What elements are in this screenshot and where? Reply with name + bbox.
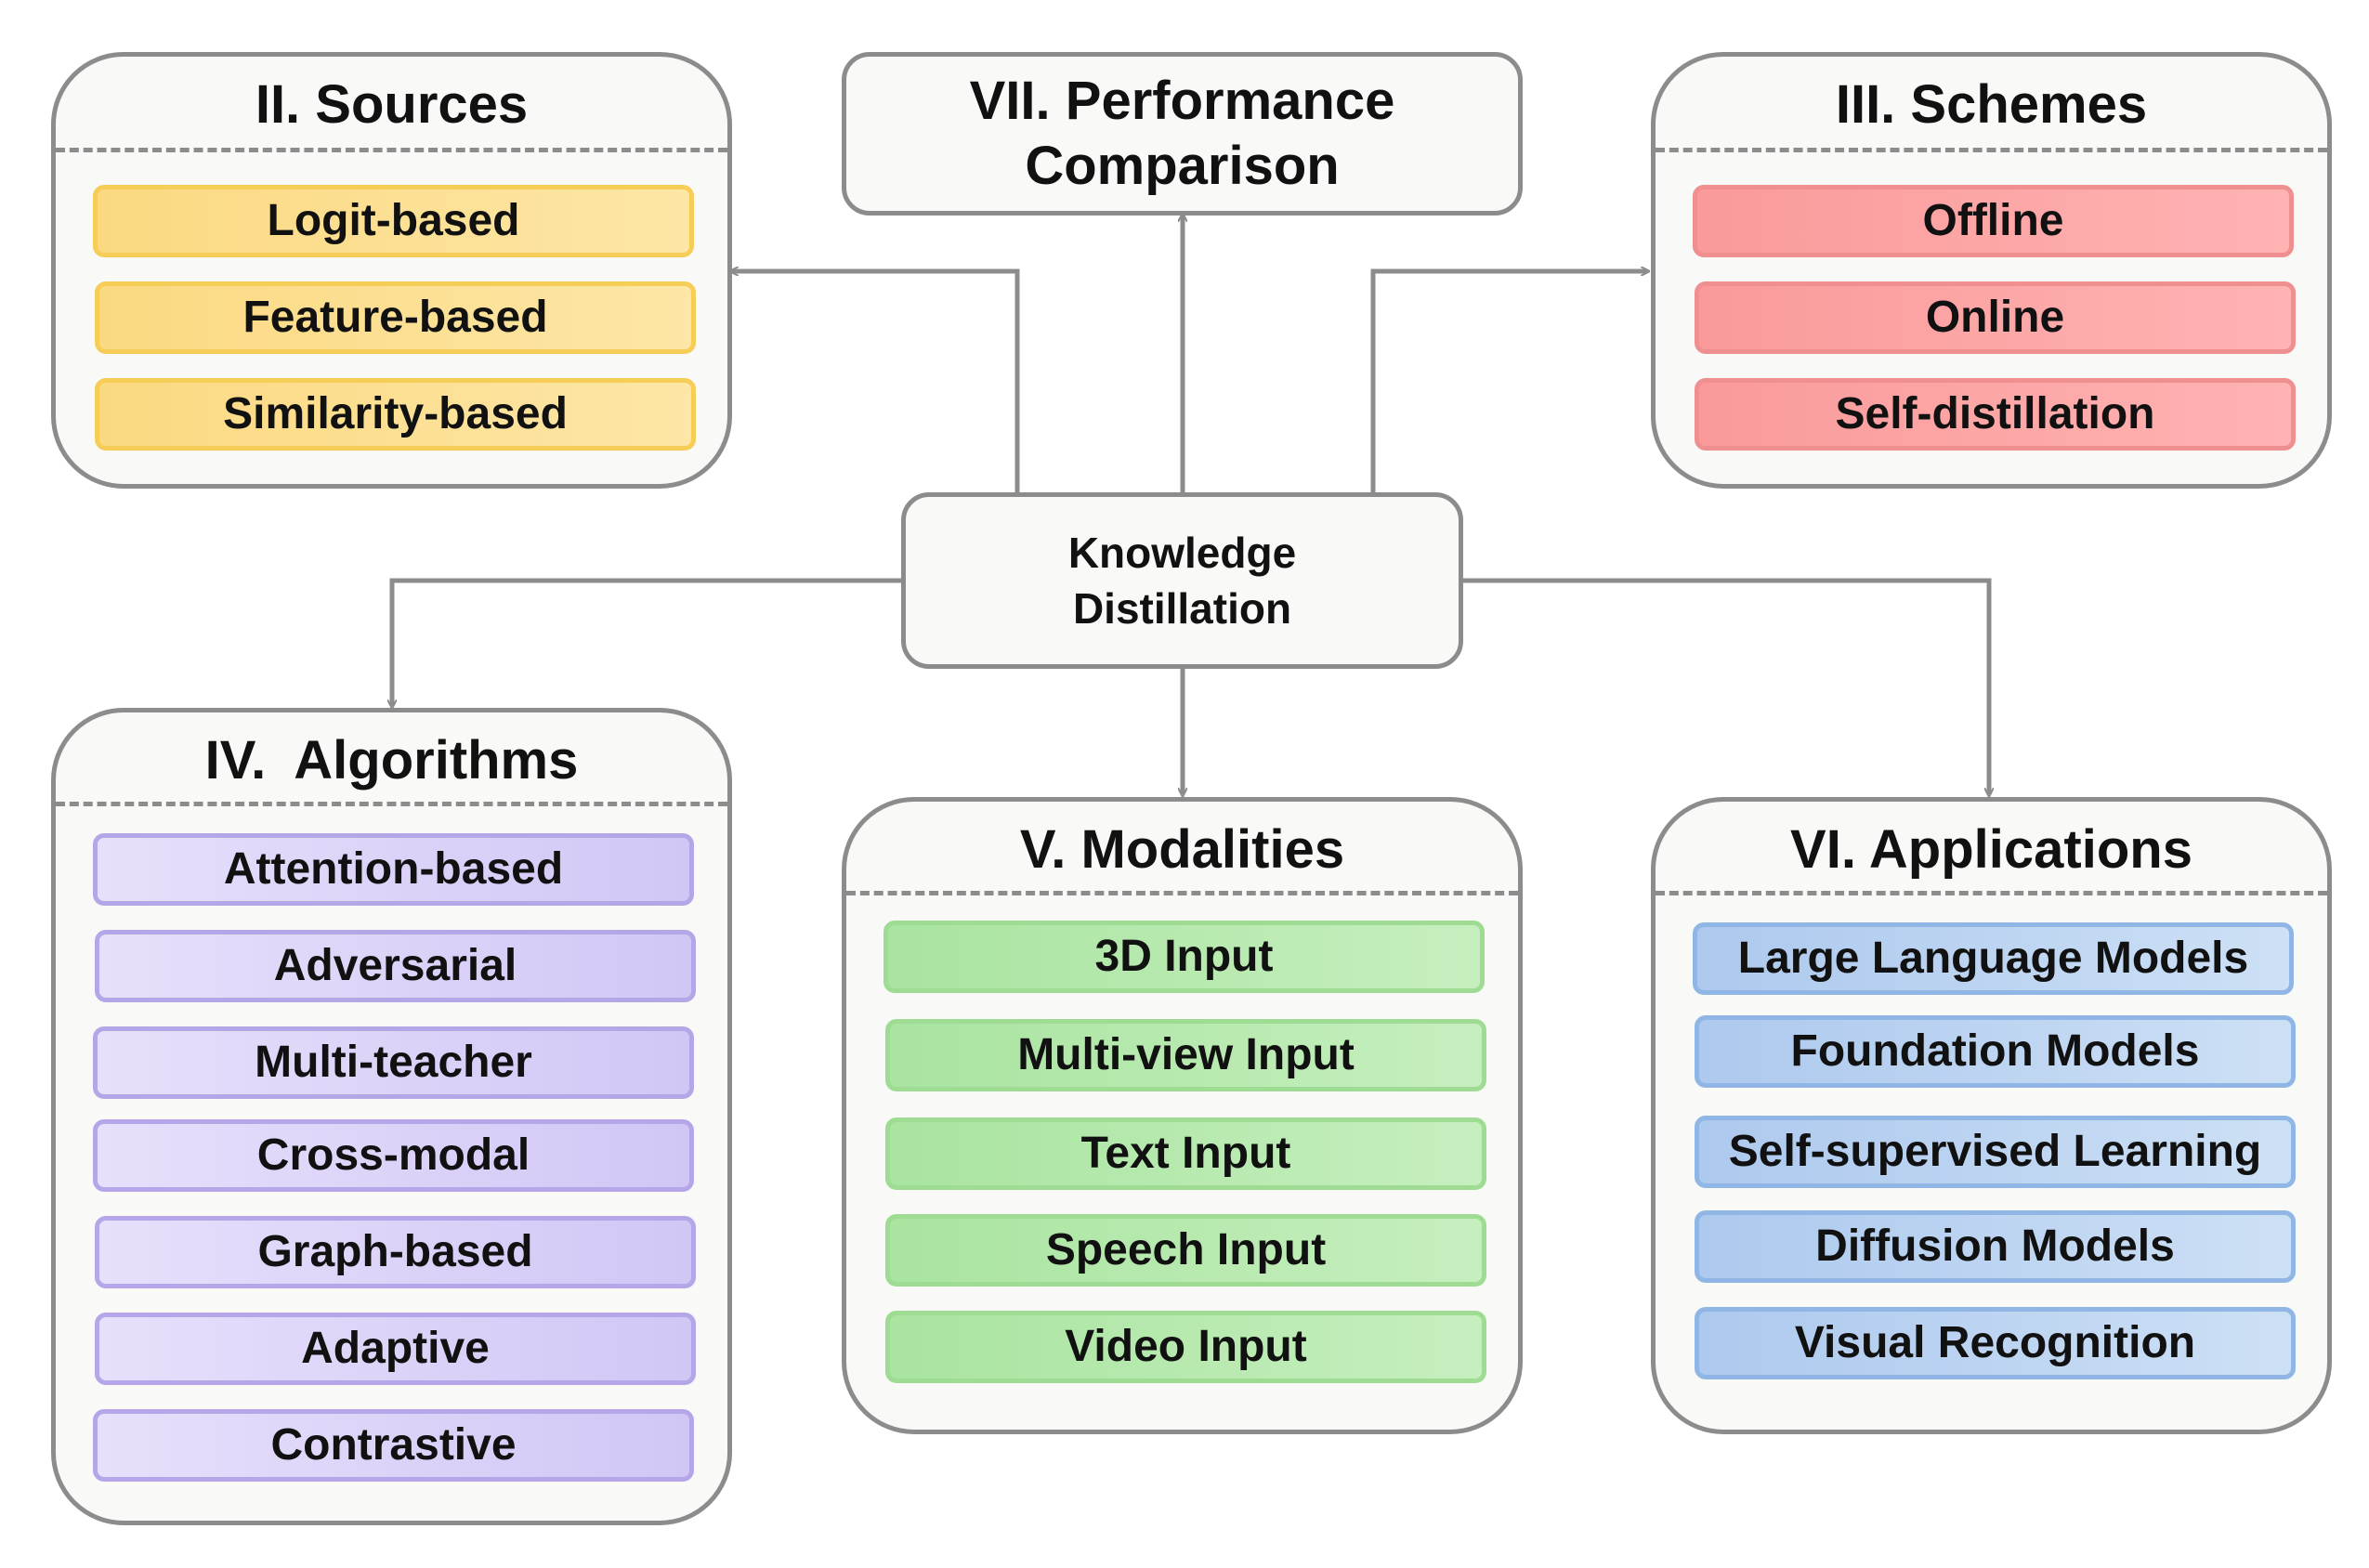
- performance-comparison-box: VII. Performance Comparison: [842, 52, 1523, 216]
- modality-3d-input: 3D Input: [883, 921, 1485, 993]
- arrow-to-applications: [1463, 578, 1989, 794]
- knowledge-distillation-box: Knowledge Distillation: [901, 492, 1463, 669]
- modalities-divider: [846, 891, 1518, 895]
- algorithm-adversarial: Adversarial: [95, 930, 696, 1002]
- arrow-to-sources: [732, 271, 1020, 492]
- sources-panel: II. Sources Logit-based Feature-based Si…: [51, 52, 732, 489]
- algorithms-title: IV. Algorithms: [204, 730, 579, 791]
- application-diffusion-models: Diffusion Models: [1695, 1210, 2296, 1283]
- arrow-to-schemes: [1370, 271, 1647, 492]
- performance-title-line1: VII. Performance: [969, 71, 1395, 131]
- scheme-self-distillation: Self-distillation: [1695, 378, 2296, 451]
- algorithm-contrastive: Contrastive: [93, 1409, 694, 1482]
- center-title-line1: Knowledge: [1067, 529, 1297, 577]
- performance-title-line2: Comparison: [1025, 136, 1340, 196]
- modality-text-input: Text Input: [885, 1117, 1486, 1190]
- source-similarity-based: Similarity-based: [95, 378, 696, 451]
- algorithm-graph-based: Graph-based: [95, 1216, 696, 1288]
- modalities-panel: V. Modalities 3D Input Multi-view Input …: [842, 797, 1523, 1434]
- sources-divider: [56, 148, 727, 152]
- schemes-divider: [1656, 148, 2327, 152]
- source-feature-based: Feature-based: [95, 281, 696, 354]
- application-large-language-models: Large Language Models: [1693, 922, 2294, 995]
- scheme-online: Online: [1695, 281, 2296, 354]
- modality-multi-view-input: Multi-view Input: [885, 1019, 1486, 1091]
- applications-panel: VI. Applications Large Language Models F…: [1651, 797, 2332, 1434]
- applications-divider: [1656, 891, 2327, 895]
- application-visual-recognition: Visual Recognition: [1695, 1307, 2296, 1379]
- applications-title: VI. Applications: [1790, 819, 2192, 880]
- sources-title: II. Sources: [255, 74, 529, 135]
- application-self-supervised-learning: Self-supervised Learning: [1695, 1116, 2296, 1188]
- algorithm-multi-teacher: Multi-teacher: [93, 1026, 694, 1099]
- arrow-to-algorithms: [392, 578, 901, 706]
- algorithm-cross-modal: Cross-modal: [93, 1119, 694, 1192]
- scheme-offline: Offline: [1693, 185, 2294, 257]
- modality-speech-input: Speech Input: [885, 1214, 1486, 1287]
- center-title-line2: Distillation: [1072, 584, 1292, 633]
- algorithms-panel: IV. Algorithms Attention-based Adversari…: [51, 708, 732, 1525]
- modality-video-input: Video Input: [885, 1311, 1486, 1383]
- application-foundation-models: Foundation Models: [1695, 1015, 2296, 1088]
- source-logit-based: Logit-based: [93, 185, 694, 257]
- algorithm-attention-based: Attention-based: [93, 833, 694, 906]
- algorithm-adaptive: Adaptive: [95, 1313, 696, 1385]
- modalities-title: V. Modalities: [1019, 819, 1345, 880]
- schemes-title: III. Schemes: [1835, 74, 2148, 135]
- algorithms-divider: [56, 802, 727, 806]
- schemes-panel: III. Schemes Offline Online Self-distill…: [1651, 52, 2332, 489]
